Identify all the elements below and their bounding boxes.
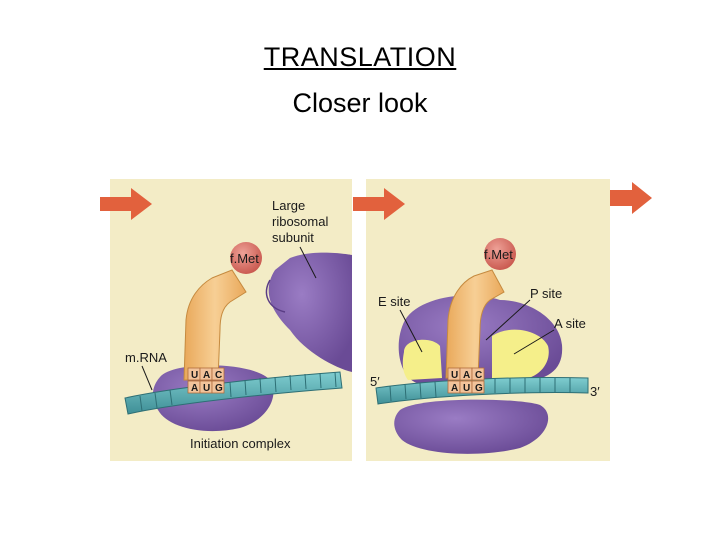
direction-arrow-icon (100, 188, 152, 220)
trna (445, 269, 505, 379)
large-subunit-pointer (299, 246, 317, 279)
fmet-amino-acid (484, 238, 516, 270)
large-subunit-label-line1: Large (272, 198, 305, 213)
mrna-pointer (141, 365, 153, 391)
panel-ribosome-sites: f.Met U A C (353, 179, 652, 461)
trna (183, 269, 247, 381)
anticodon-codon-pair: U A C A U G (187, 367, 225, 394)
anticodon-base-2: A (203, 370, 210, 381)
codon-base-1: A (191, 383, 198, 394)
codon-base-3: G (475, 383, 483, 394)
anticodon-base-2: A (463, 370, 470, 381)
e-site (402, 339, 442, 380)
codon-base-2: U (463, 383, 470, 394)
mrna-label: m.RNA (125, 350, 167, 365)
page-title: TRANSLATION (263, 42, 457, 72)
a-site (492, 329, 549, 380)
initiation-complex-caption: Initiation complex (190, 436, 291, 451)
anticodon-base-1: U (451, 370, 458, 381)
large-ribosomal-subunit (268, 252, 352, 372)
five-prime-label: 5′ (370, 374, 380, 389)
page-subtitle: Closer look (292, 88, 428, 118)
large-subunit-label-line3: subunit (272, 230, 314, 245)
panel-initiation: f.Met U A C A U G Large ribosomal subuni… (100, 179, 352, 461)
three-prime-label: 3′ (590, 384, 600, 399)
anticodon-codon-pair: U A C A U G (447, 367, 485, 394)
a-site-label: A site (554, 316, 586, 331)
anticodon-base-3: C (475, 370, 482, 381)
large-subunit-label-line2: ribosomal (272, 214, 328, 229)
fmet-label: f.Met (230, 251, 259, 266)
mrna-strand (124, 371, 343, 415)
anticodon-base-3: C (215, 370, 222, 381)
fmet-amino-acid (230, 242, 262, 274)
a-site-pointer (513, 329, 555, 355)
anticodon-base-1: U (191, 370, 198, 381)
fmet-label: f.Met (484, 247, 513, 262)
e-site-label: E site (378, 294, 411, 309)
codon-base-2: U (203, 383, 210, 394)
p-site-label: P site (530, 286, 562, 301)
codon-base-1: A (451, 383, 458, 394)
direction-arrow-icon (353, 188, 405, 220)
codon-base-3: G (215, 383, 223, 394)
small-ribosomal-subunit (394, 399, 549, 454)
direction-arrow-icon (610, 182, 652, 214)
p-site-pointer (485, 299, 531, 341)
e-site-pointer (399, 309, 423, 353)
